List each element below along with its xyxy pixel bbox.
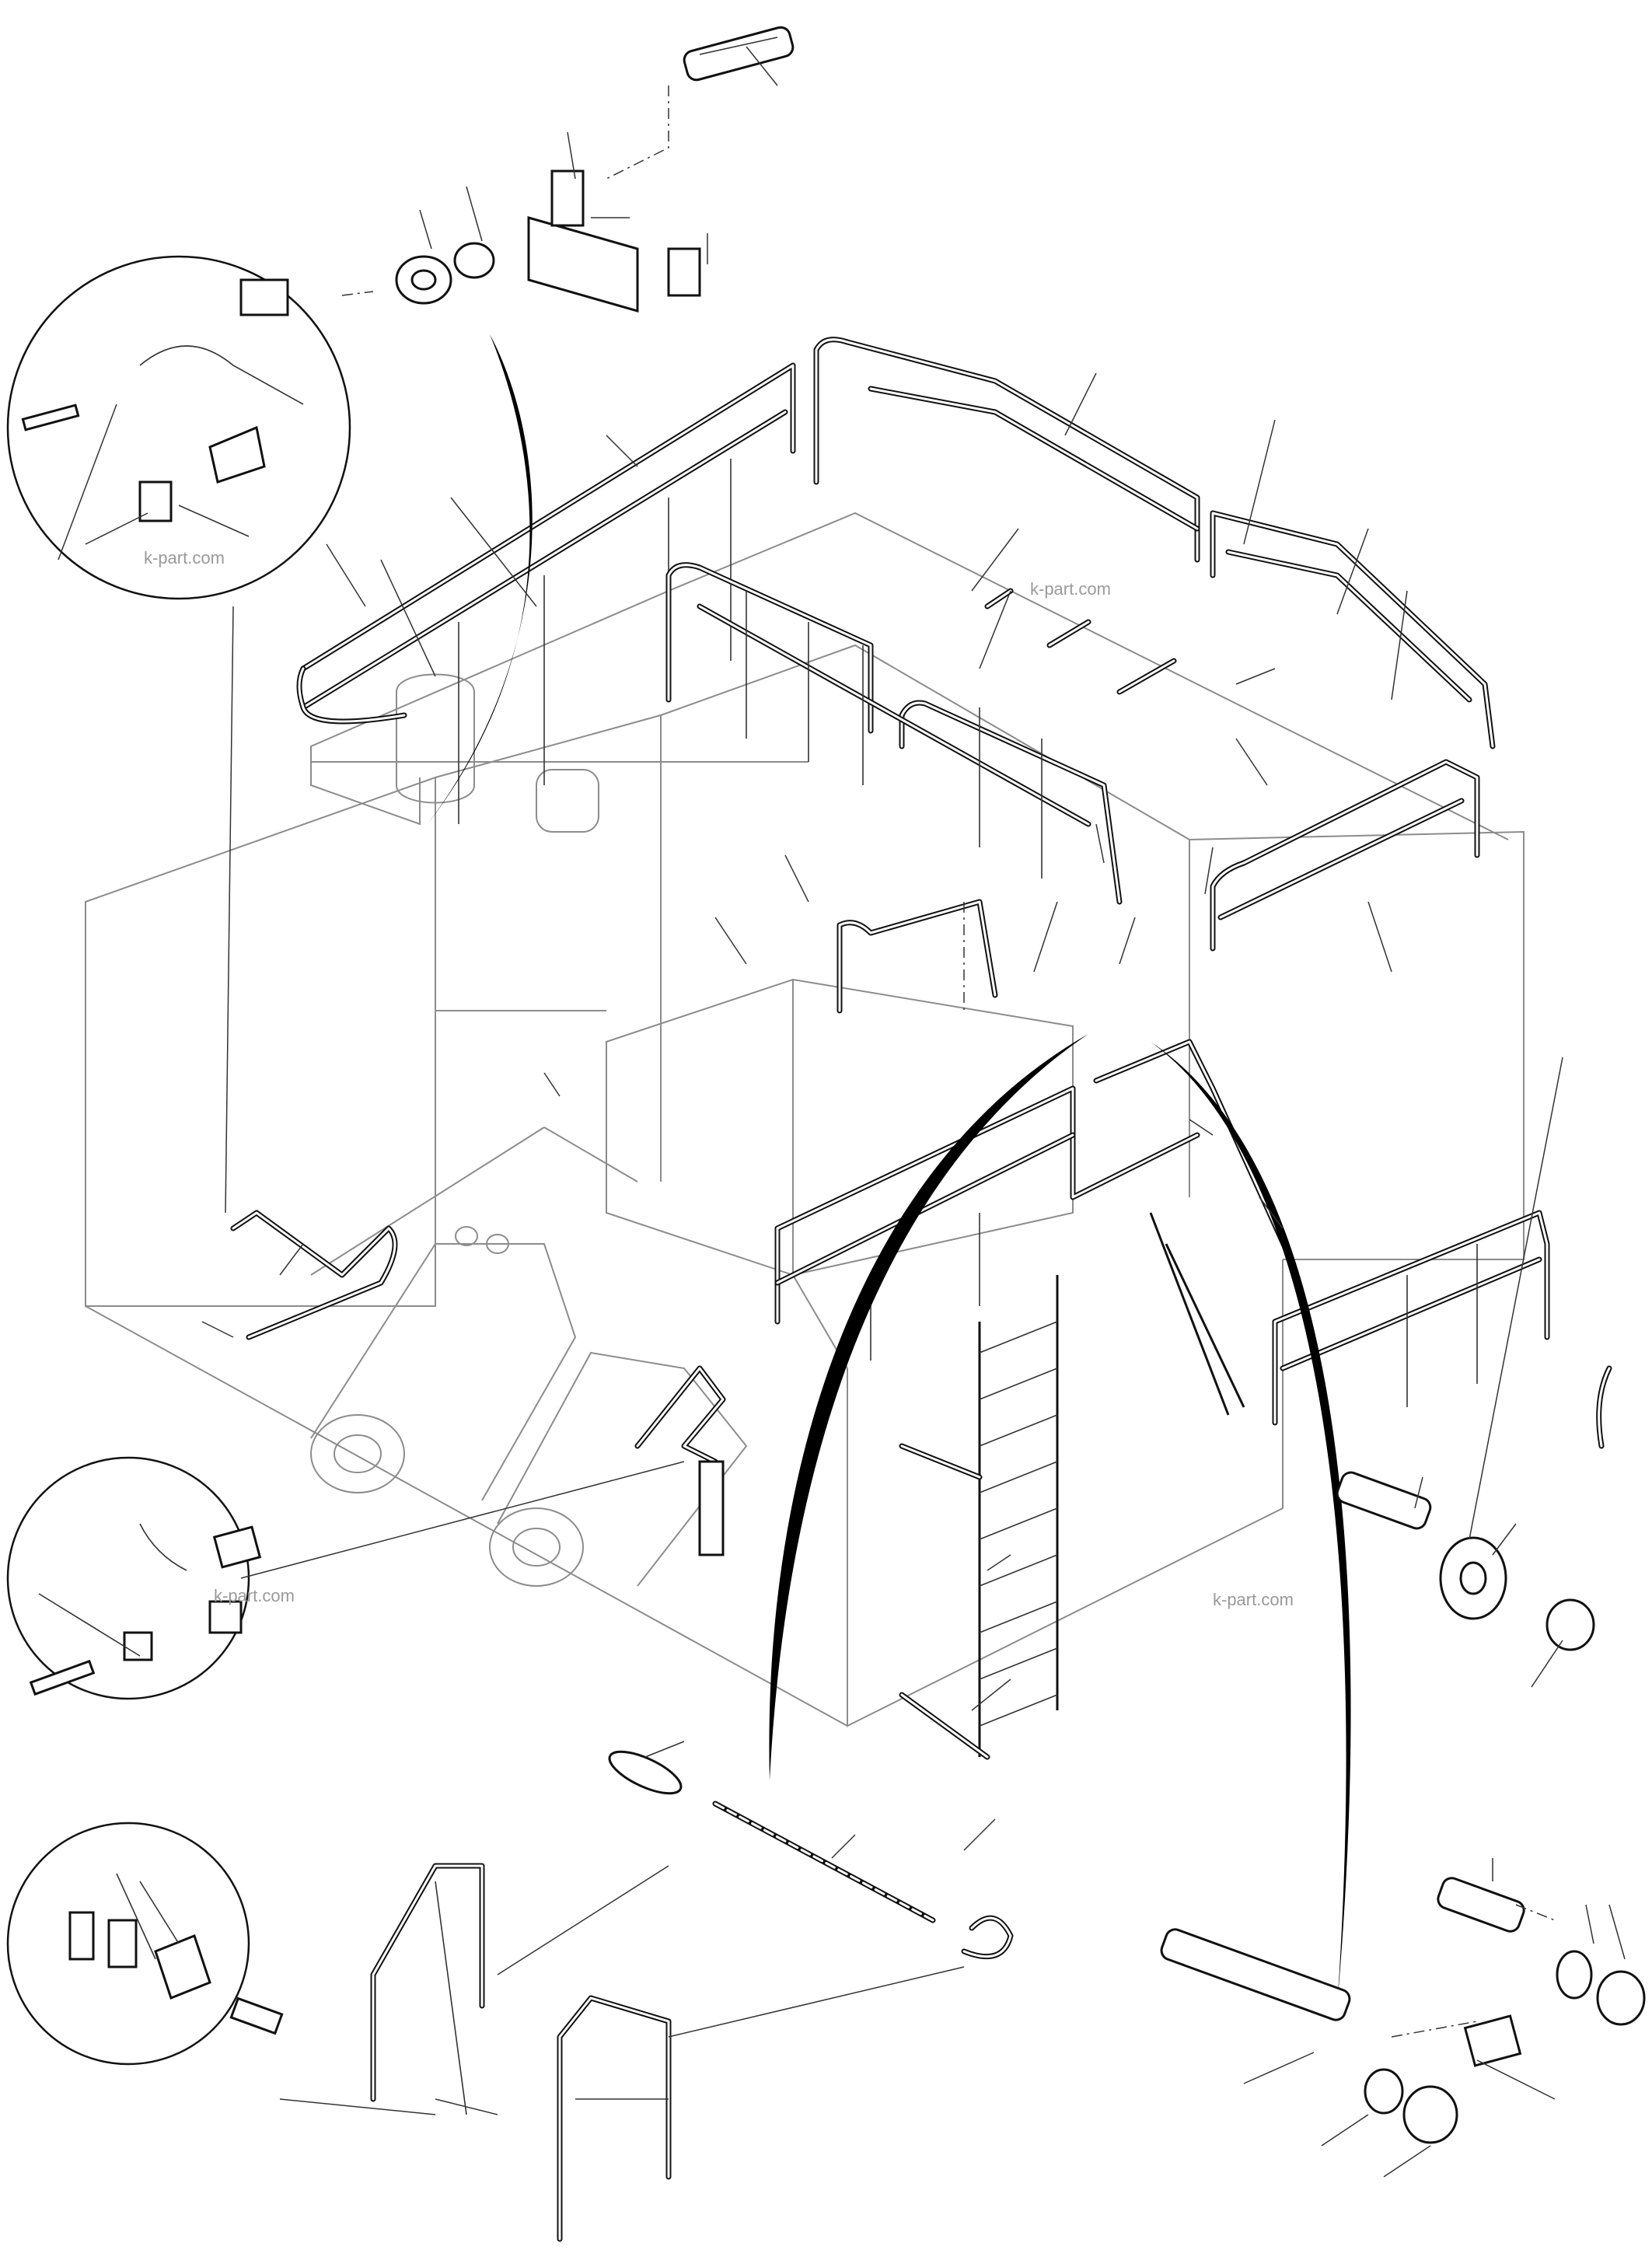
- front-post-handrail: [634, 1365, 726, 1556]
- lower-front-handrail: [774, 1085, 1200, 1361]
- top-bolt: [683, 26, 795, 82]
- chain-assembly: [608, 1750, 1014, 1960]
- lower-right-fasteners: [1160, 1877, 1646, 2144]
- inclined-stair: [1093, 1039, 1294, 1416]
- small-ladder-parts: [370, 1863, 672, 2242]
- vertical-ladder: [899, 1275, 1059, 1760]
- upper-handrail-rear: [813, 337, 1496, 749]
- detail-circle-mid: [6, 1456, 262, 1700]
- watermark: k-part.com: [214, 1586, 295, 1605]
- lower-right-handrail: [1272, 1210, 1550, 1426]
- right-bolt-and-bumper: [1336, 1365, 1612, 1651]
- indicator-arrow-2: [769, 1034, 1088, 1780]
- watermark: k-part.com: [144, 548, 225, 568]
- leader-lines: [201, 46, 1626, 2178]
- upper-handrail-left: [296, 362, 796, 824]
- watermark: k-part.com: [1213, 1590, 1294, 1609]
- machine-body: [85, 512, 1525, 1727]
- right-handrail-upper: [1210, 759, 1480, 952]
- grab-handle-parts: [984, 588, 1177, 695]
- center-handrail: [836, 899, 998, 1014]
- top-bracket-assembly: [395, 169, 701, 313]
- detail-circle-bottom: [6, 1822, 284, 2066]
- detail-circle-top: [6, 255, 351, 600]
- inner-handrail-front: [665, 562, 1123, 905]
- watermark: k-part.com: [1030, 579, 1111, 599]
- left-side-handrail: [230, 1210, 398, 1340]
- indicator-arrow-3: [1151, 1042, 1351, 2006]
